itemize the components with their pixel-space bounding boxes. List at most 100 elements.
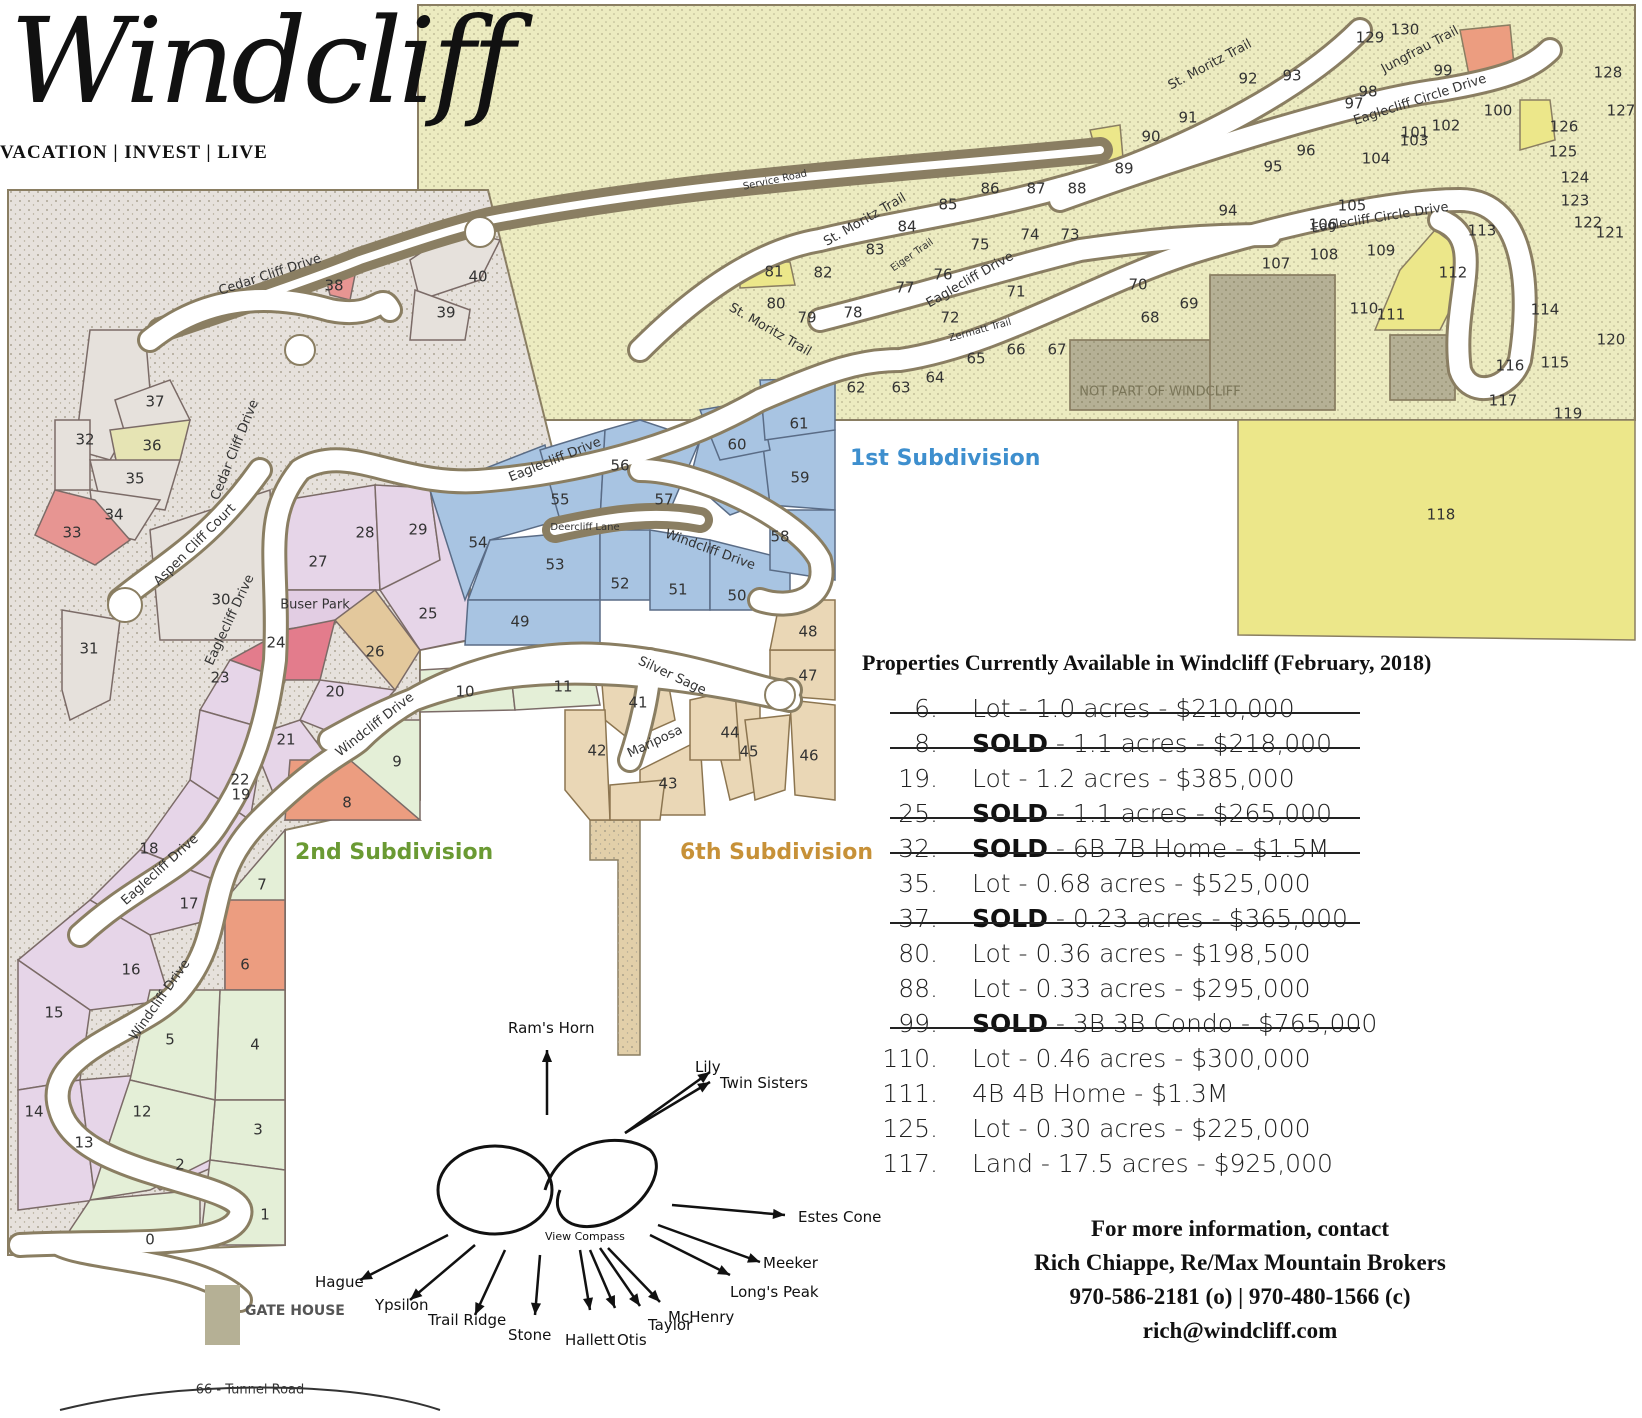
lot-31-label[interactable]: 31 [79,640,98,658]
lot-79-label[interactable]: 79 [797,309,816,327]
lot-70-label[interactable]: 70 [1128,276,1147,294]
lot-88-label[interactable]: 88 [1067,180,1086,198]
lot-43-label[interactable]: 43 [658,775,677,793]
lot-109-label[interactable]: 109 [1367,242,1396,260]
lot-22-label[interactable]: 22 [230,771,249,789]
lot-100-label[interactable]: 100 [1484,102,1513,120]
lot-15-label[interactable]: 15 [44,1004,63,1022]
lot-108-label[interactable]: 108 [1310,246,1339,264]
lot-62-label[interactable]: 62 [846,379,865,397]
lot-39-label[interactable]: 39 [436,304,455,322]
lot-97-label[interactable]: 97 [1344,95,1363,113]
lot-58-label[interactable]: 58 [770,528,789,546]
lot-69-label[interactable]: 69 [1179,295,1198,313]
lot-91-label[interactable]: 91 [1178,109,1197,127]
lot-122-label[interactable]: 122 [1574,214,1603,232]
lot-56-label[interactable]: 56 [610,457,629,475]
lot-126-label[interactable]: 126 [1550,118,1579,136]
lot-72-label[interactable]: 72 [940,309,959,327]
lot-71-label[interactable]: 71 [1006,283,1025,301]
lot-5-label[interactable]: 5 [165,1031,175,1049]
lot-12-label[interactable]: 12 [132,1103,151,1121]
lot-74-label[interactable]: 74 [1020,226,1039,244]
lot-83-label[interactable]: 83 [865,241,884,259]
lot-26-label[interactable]: 26 [365,643,384,661]
lot-92-label[interactable]: 92 [1238,70,1257,88]
lot-129-label[interactable]: 129 [1356,29,1385,47]
lot-28-label[interactable]: 28 [355,524,374,542]
lot-48-label[interactable]: 48 [798,623,817,641]
lot-41-label[interactable]: 41 [628,694,647,712]
lot-120-label[interactable]: 120 [1597,331,1626,349]
lot-49-label[interactable]: 49 [510,613,529,631]
lot-89-label[interactable]: 89 [1114,160,1133,178]
lot-127-label[interactable]: 127 [1607,102,1636,120]
lot-104-label[interactable]: 104 [1362,150,1391,168]
lot-4-label[interactable]: 4 [250,1036,260,1054]
lot-29-label[interactable]: 29 [408,521,427,539]
lot-106-label[interactable]: 106 [1309,216,1338,234]
lot-64-label[interactable]: 64 [925,369,944,387]
lot-101-label[interactable]: 101 [1401,124,1430,142]
lot-114-label[interactable]: 114 [1531,301,1560,319]
lot-18-label[interactable]: 18 [139,840,158,858]
lot-90-label[interactable]: 90 [1141,128,1160,146]
lot-37-label[interactable]: 37 [145,393,164,411]
lot-67-label[interactable]: 67 [1047,341,1066,359]
lot-1-label[interactable]: 1 [260,1206,270,1224]
lot-123-label[interactable]: 123 [1561,192,1590,210]
lot-112-label[interactable]: 112 [1439,264,1468,282]
lot-110-label[interactable]: 110 [1350,300,1379,318]
lot-86-label[interactable]: 86 [980,180,999,198]
lot-54-label[interactable]: 54 [468,534,487,552]
lot-33-label[interactable]: 33 [62,524,81,542]
lot-113-label[interactable]: 113 [1468,222,1497,240]
lot-130-label[interactable]: 130 [1391,21,1420,39]
lot-117-label[interactable]: 117 [1489,392,1518,410]
lot-38-label[interactable]: 38 [324,277,343,295]
lot-107-label[interactable]: 107 [1262,255,1291,273]
lot-125-label[interactable]: 125 [1549,143,1578,161]
lot-94-label[interactable]: 94 [1218,202,1237,220]
lot-0-label[interactable]: 0 [145,1231,155,1249]
lot-66-label[interactable]: 66 [1006,341,1025,359]
lot-6-label[interactable]: 6 [240,956,250,974]
lot-27-label[interactable]: 27 [308,553,327,571]
lot-75-label[interactable]: 75 [970,236,989,254]
lot-52-label[interactable]: 52 [610,575,629,593]
lot-23-label[interactable]: 23 [210,669,229,687]
lot-81-label[interactable]: 81 [764,263,783,281]
lot-9-label[interactable]: 9 [392,753,402,771]
lot-93-label[interactable]: 93 [1282,67,1301,85]
lot-119-label[interactable]: 119 [1554,405,1583,423]
lot-73-label[interactable]: 73 [1060,226,1079,244]
lot-80-label[interactable]: 80 [766,295,785,313]
lot-116-label[interactable]: 116 [1496,357,1525,375]
lot-16-label[interactable]: 16 [121,961,140,979]
lot-10-label[interactable]: 10 [455,683,474,701]
lot-59-label[interactable]: 59 [790,469,809,487]
lot-102-label[interactable]: 102 [1432,117,1461,135]
lot-76-label[interactable]: 76 [933,266,952,284]
lot-115-label[interactable]: 115 [1541,354,1570,372]
lot-13-label[interactable]: 13 [74,1134,93,1152]
lot-82-label[interactable]: 82 [813,264,832,282]
lot-42-label[interactable]: 42 [587,742,606,760]
lot-118-label[interactable]: 118 [1427,506,1456,524]
lot-85-label[interactable]: 85 [938,196,957,214]
lot-87-label[interactable]: 87 [1026,180,1045,198]
lot-45-label[interactable]: 45 [739,743,758,761]
lot-2-label[interactable]: 2 [175,1156,185,1174]
lot-78-label[interactable]: 78 [843,304,862,322]
lot-96-label[interactable]: 96 [1296,142,1315,160]
lot-44-label[interactable]: 44 [720,724,739,742]
lot-8-label[interactable]: 8 [342,794,352,812]
lot-53-label[interactable]: 53 [545,556,564,574]
lot-47-label[interactable]: 47 [798,667,817,685]
lot-95-label[interactable]: 95 [1263,158,1282,176]
lot-19-label[interactable]: 19 [231,786,250,804]
lot-121-label[interactable]: 121 [1596,224,1625,242]
contact-email[interactable]: rich@windcliff.com [1142,1318,1338,1343]
lot-40-label[interactable]: 40 [468,268,487,286]
lot-57-label[interactable]: 57 [654,491,673,509]
